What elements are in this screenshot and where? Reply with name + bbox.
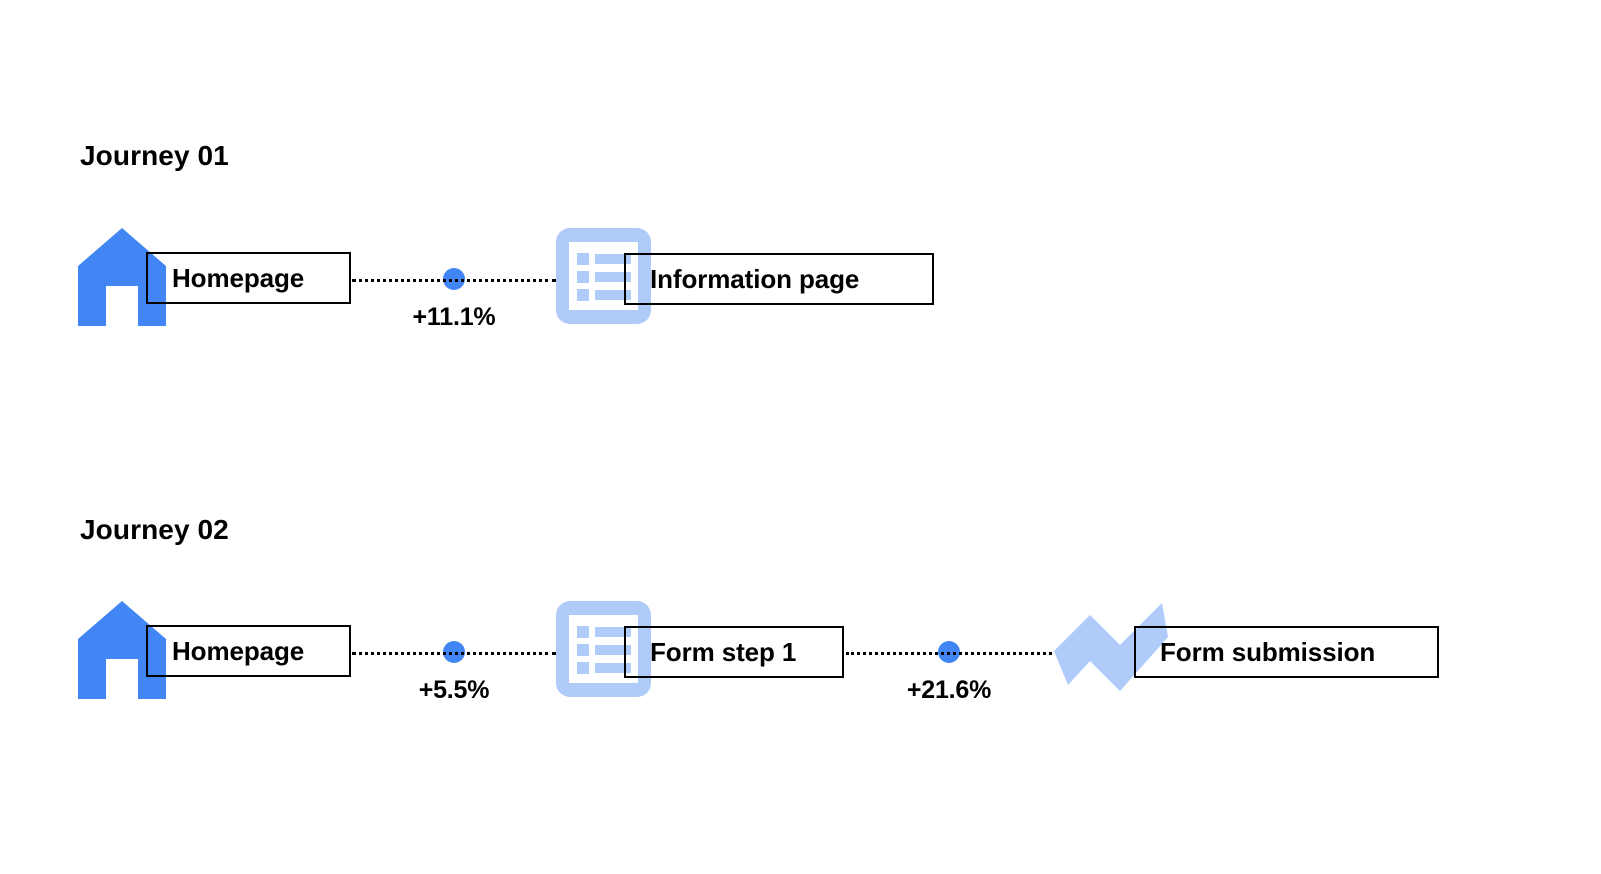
journey-02-title: Journey 02 (80, 514, 229, 545)
list-document-icon (556, 228, 651, 324)
journey-02-step-form-submission-box[interactable]: Form submission (1134, 626, 1439, 678)
journey-02-step-form-submission-label: Form submission (1160, 637, 1376, 667)
journey-01-title: Journey 01 (80, 140, 229, 171)
home-icon (78, 228, 166, 326)
journey-01-step-homepage-box[interactable]: Homepage (146, 252, 351, 304)
list-document-icon (556, 601, 651, 697)
journey-01-step-information-page-label: Information page (650, 264, 860, 294)
journey-02-step-form-step-1-box[interactable]: Form step 1 (624, 626, 844, 678)
journey-02-connector-2-line (846, 652, 1052, 655)
journey-01-connector-1-line (352, 279, 556, 282)
journey-02-step-homepage-box[interactable]: Homepage (146, 625, 351, 677)
journey-02-row: Homepage +5.5% (0, 601, 1601, 741)
journey-01-row: Homepage +11.1% (0, 228, 1601, 368)
journey-02-step-form-step-1-label: Form step 1 (650, 637, 797, 667)
journey-01-step-information-page-box[interactable]: Information page (624, 253, 934, 305)
checkmark-icon (1046, 599, 1176, 709)
journey-02-connector-1-line (352, 652, 556, 655)
journey-02-connector-2: +21.6% (846, 601, 1052, 741)
journey-01-connector-1-percent: +11.1% (412, 303, 496, 331)
journey-01-connector-1: +11.1% (352, 228, 556, 368)
journey-02-connector-1: +5.5% (352, 601, 556, 741)
journey-02-connector-2-percent: +21.6% (906, 676, 992, 704)
journey-01-step-homepage-label: Homepage (172, 263, 305, 293)
journey-02-connector-1-percent: +5.5% (418, 676, 490, 704)
home-icon (78, 601, 166, 699)
journey-02-step-homepage-label: Homepage (172, 636, 305, 666)
